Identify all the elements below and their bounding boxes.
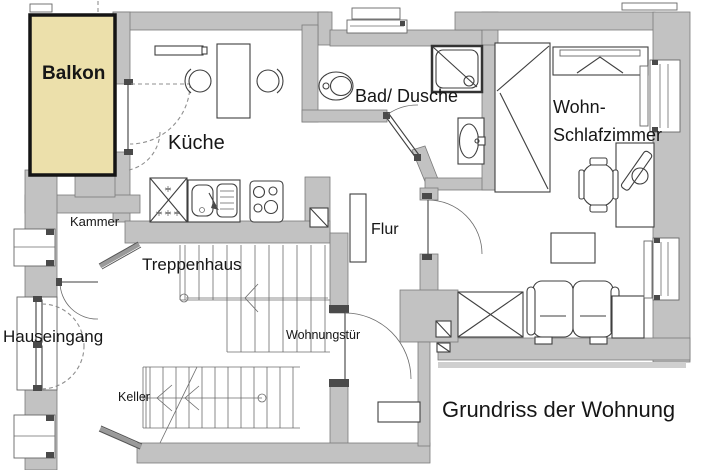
shower: [430, 44, 484, 94]
room-label-wohn-line1: Wohn-: [553, 97, 606, 117]
page-title: Grundriss der Wohnung: [442, 397, 676, 422]
cellar-diagonal-wall: [98, 425, 143, 450]
room-label-treppenhaus: Treppenhaus: [142, 255, 242, 274]
radiator-upper: [639, 65, 649, 127]
room-label-wohn-schlafzimmer: Wohn- Schlafzimmer: [553, 94, 662, 150]
balcony: [28, 13, 117, 177]
duct-shaft-kitchen: [309, 207, 329, 228]
bath-window: [346, 7, 408, 34]
room-label-kueche: Küche: [168, 132, 225, 154]
balcony-door: [124, 79, 191, 171]
desk-chair: [578, 157, 619, 213]
doormat: [377, 401, 421, 423]
room-label-wohnungstuer: Wohnungstür: [286, 328, 361, 342]
room-label-bad: Bad/ Dusche: [355, 86, 459, 106]
coffee-table: [550, 232, 596, 264]
room-label-hauseingang: Hauseingang: [3, 327, 104, 346]
laptop: [620, 150, 653, 191]
kitchen-chair-left: [184, 68, 212, 94]
window-right-lower: [652, 237, 680, 301]
storage-cabinet: [457, 291, 524, 338]
kammer-diagonal-wall: [98, 241, 142, 270]
kitchen-sink: [187, 179, 241, 223]
flur-radiator: [349, 193, 367, 263]
toilet: [318, 71, 354, 101]
side-table: [611, 295, 645, 339]
stairs-basement-flight: [142, 366, 300, 444]
stairs-upper-flight: [179, 245, 330, 353]
window-left-lower: [13, 414, 56, 459]
kitchen-stove: [149, 177, 188, 223]
bed: [494, 42, 551, 193]
window-right-upper: [649, 59, 681, 133]
laptop-mouse: [631, 167, 649, 185]
duct-shaft-living-1: [435, 320, 452, 338]
room-label-wohn-line2: Schlafzimmer: [553, 124, 663, 145]
window-left-upper: [13, 228, 56, 267]
radiator-lower: [643, 240, 653, 299]
duct-shaft-living-2: [436, 342, 451, 353]
washbasin: [457, 117, 486, 165]
room-label-kammer: Kammer: [70, 214, 120, 229]
kitchen-table: [216, 43, 251, 119]
kitchen-shelf: [154, 45, 208, 56]
room-label-flur: Flur: [371, 221, 399, 238]
living-room-door: [422, 193, 483, 260]
legend-box: [29, 3, 53, 13]
house-entrance-door: [16, 296, 85, 391]
kitchen-chair-right: [256, 68, 284, 94]
kammer-door: [56, 278, 99, 320]
bath-door: [383, 104, 421, 161]
wardrobe: [552, 46, 649, 76]
sofa: [526, 280, 620, 345]
kitchen-cooktop: [249, 180, 284, 223]
room-label-keller: Keller: [118, 390, 150, 404]
apartment-door: [329, 305, 412, 387]
room-label-balkon: Balkon: [42, 63, 106, 84]
exterior-sill: [621, 2, 678, 11]
